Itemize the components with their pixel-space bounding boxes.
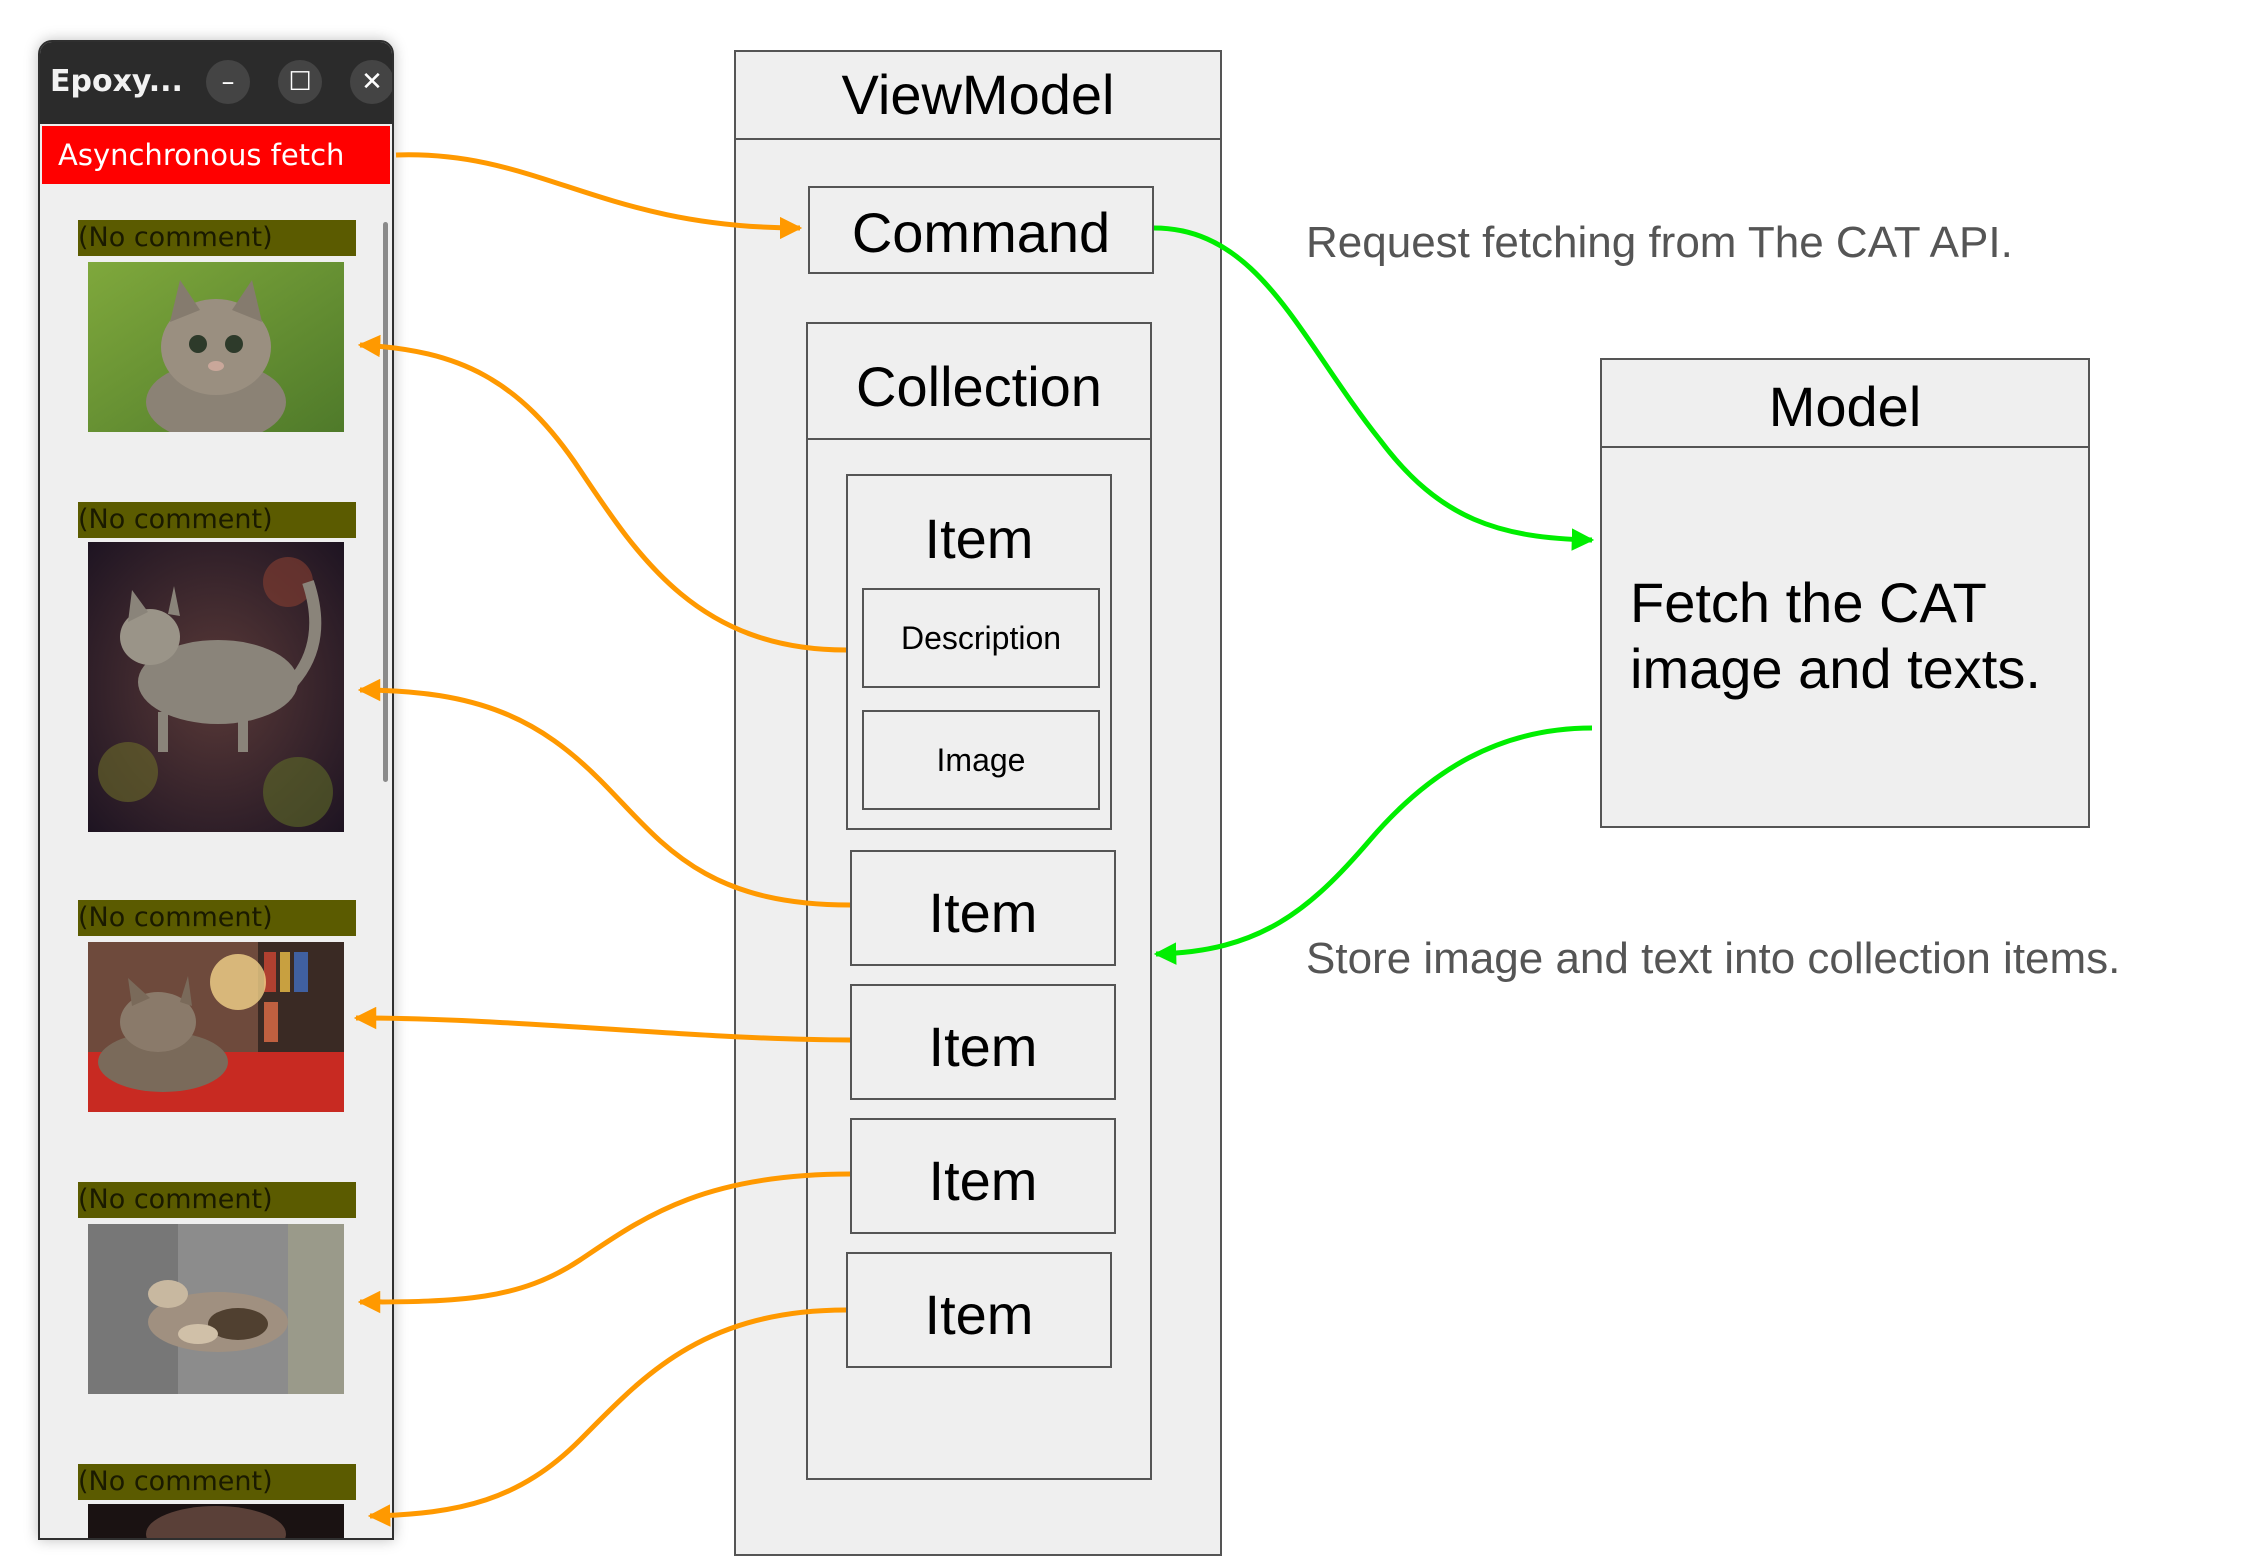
item-label: Item [928,881,1038,944]
cat-photo-5 [88,1504,344,1538]
model-box: Model Fetch the CAT image and texts. [1600,358,2090,828]
arrow-description-to-photo1 [357,334,847,653]
comment-label: (No comment) [78,502,356,538]
minimize-button[interactable]: – [206,60,250,104]
app-window: Epoxy... – ☐ ✕ Asynchronous fetch (No co… [38,40,394,1540]
request-note: Request fetching from The CAT API. [1306,218,2013,267]
collection-item: Item [850,1118,1116,1234]
image-label: Image [936,742,1026,778]
window-titlebar: Epoxy... – ☐ ✕ [40,42,392,124]
collection-header: Collection [808,324,1150,440]
collection-item: Item [846,1252,1112,1368]
model-body-line1: Fetch the CAT [1630,571,1987,634]
viewmodel-header: ViewModel [736,52,1220,140]
description-label: Description [900,620,1062,656]
arrow-item2-to-photo2 [357,678,851,908]
model-header: Model [1602,360,2088,448]
cat-photo-1 [88,262,344,432]
maximize-button[interactable]: ☐ [278,60,322,104]
description-box: Description [862,588,1100,688]
command-box: Command [808,186,1154,274]
scrollbar[interactable] [383,222,388,782]
image-box: Image [862,710,1100,810]
arrow-item3-to-photo3 [353,1006,851,1043]
comment-label: (No comment) [78,220,356,256]
item-label: Item [928,1015,1038,1078]
collection-title: Collection [856,355,1102,418]
async-fetch-button[interactable]: Asynchronous fetch [42,126,390,184]
window-title: Epoxy... [50,64,183,99]
item-label: Item [928,1149,1038,1212]
arrow-model-to-item [1153,725,1593,965]
comment-label: (No comment) [78,1464,356,1500]
item-label: Item [924,507,1034,570]
command-label: Command [851,201,1111,264]
arrow-item5-to-photo5 [367,1307,847,1527]
cat-photo-2 [88,542,344,832]
collection-item: Item [850,850,1116,966]
cat-photo-3 [88,942,344,1112]
arrow-command-to-model [1153,225,1595,551]
comment-label: (No comment) [78,1182,356,1218]
model-title: Model [1768,375,1922,438]
store-note: Store image and text into collection ite… [1306,934,2121,983]
comment-label: (No comment) [78,900,356,936]
arrow-fetch-to-command [395,152,803,240]
item-label: Item [924,1283,1034,1346]
viewmodel-title: ViewModel [841,63,1115,126]
collection-item: Item [850,984,1116,1100]
arrow-item4-to-photo4 [357,1171,851,1314]
cat-photo-4 [88,1224,344,1394]
model-body-line2: image and texts. [1630,637,2041,700]
close-button[interactable]: ✕ [350,60,392,104]
